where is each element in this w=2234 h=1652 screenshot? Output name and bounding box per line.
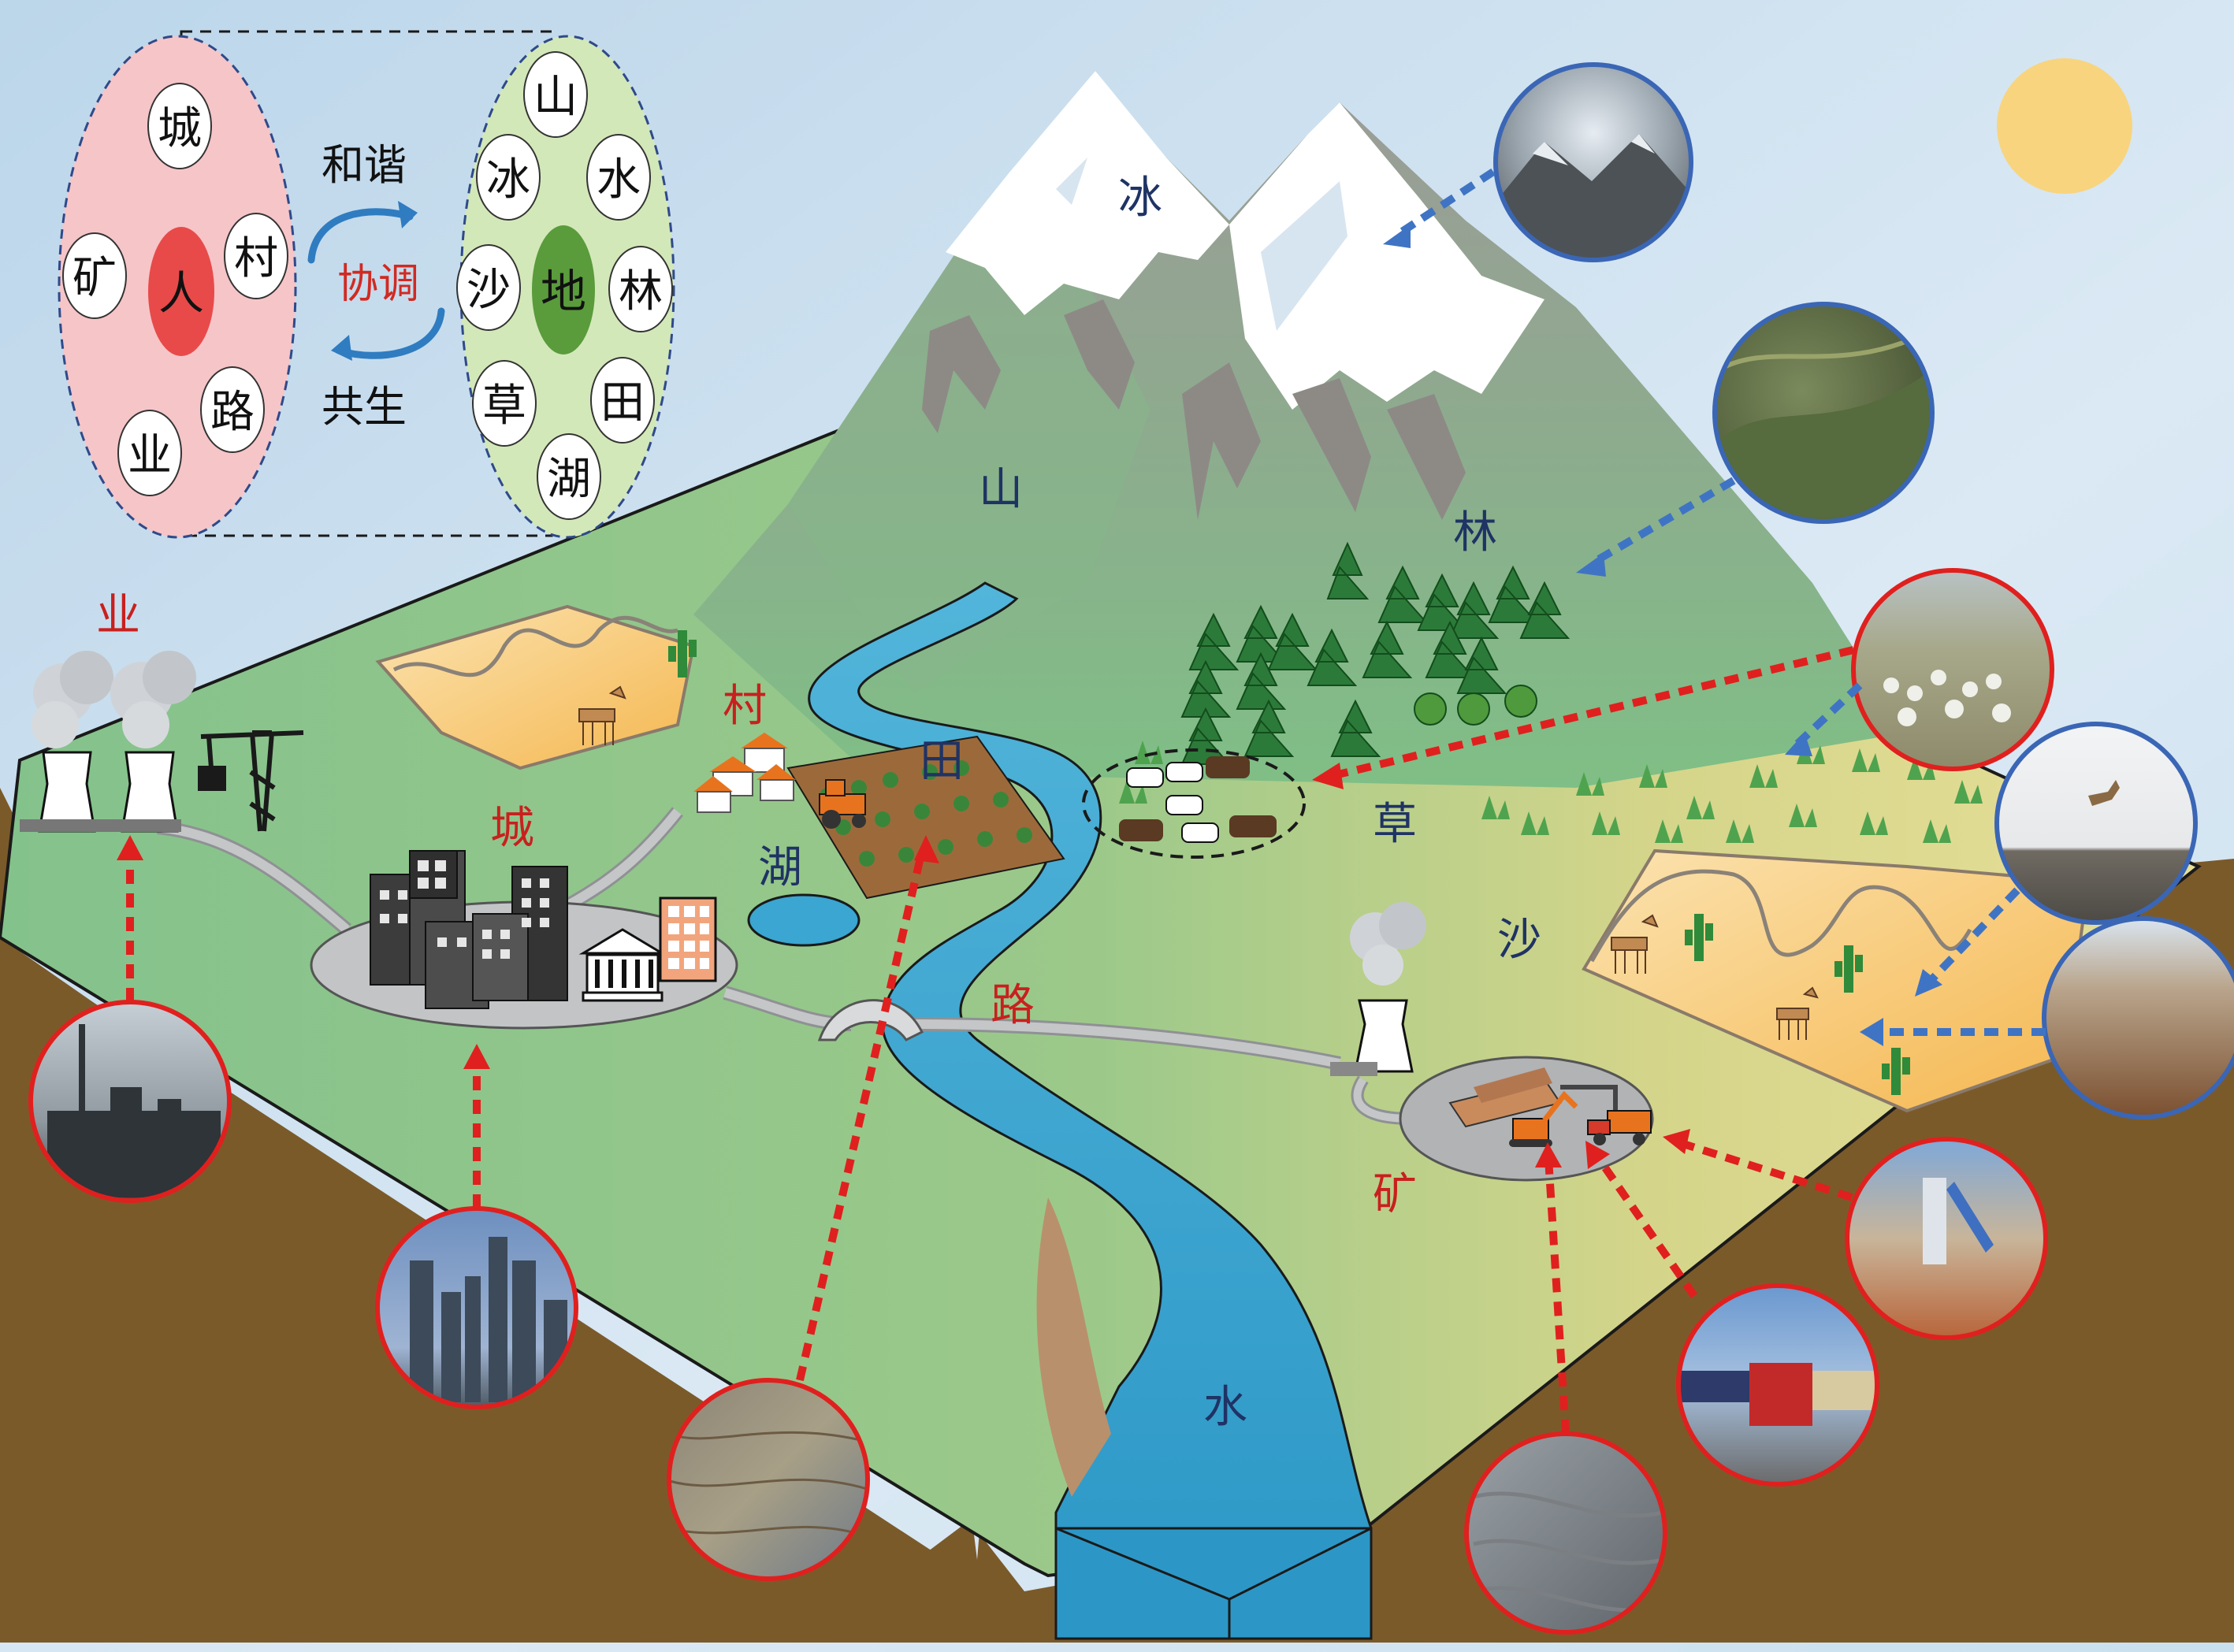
tractor-icon [819, 779, 866, 829]
human-node-mine: 矿 [72, 253, 117, 304]
dump-truck-icon [1587, 1110, 1652, 1145]
relation-coordination: 协调 [337, 261, 419, 308]
label-lake: 湖 [758, 842, 802, 893]
photo-glacier [1493, 62, 1693, 262]
relation-symbiosis: 共生 [322, 382, 407, 432]
cycle-arrows-icon [307, 208, 445, 359]
land-node-forest: 林 [619, 266, 663, 317]
photo-processing-plant [1845, 1137, 2048, 1340]
land-center-label: 地 [541, 265, 586, 318]
photo-farmland [667, 1378, 870, 1581]
label-ice: 冰 [1118, 173, 1162, 224]
land-center-node [532, 225, 595, 355]
power-plant-icon [20, 651, 196, 833]
forest-trees [1180, 541, 1570, 765]
bridge [817, 999, 924, 1041]
sun [1997, 58, 2132, 194]
photo-city-skyline [375, 1206, 578, 1409]
livestock-icons [1119, 756, 1277, 843]
label-industry: 业 [96, 590, 140, 641]
livestock-pen [1082, 748, 1306, 859]
label-water: 水 [1203, 1382, 1247, 1433]
land-node-grass: 草 [482, 381, 526, 432]
photo-desert [2042, 916, 2234, 1119]
human-node-industry: 业 [128, 430, 172, 481]
mine-factory-icon [1330, 902, 1426, 1076]
photo-trucks [1676, 1283, 1879, 1487]
excavator-icon [1509, 1090, 1578, 1147]
human-center-label: 人 [158, 266, 204, 320]
cactus-icons [668, 630, 1910, 1095]
bank-building-icon [578, 928, 667, 1002]
human-center-node [148, 227, 214, 356]
apartment-building-icon [659, 897, 717, 982]
red-arrows [126, 646, 1855, 1435]
antelope-icons [578, 685, 1819, 1040]
photo-factory [28, 1000, 232, 1203]
label-mountain: 山 [979, 464, 1023, 515]
desert-north [375, 604, 696, 770]
photo-grazing-sheep [1851, 568, 2054, 771]
label-mine: 矿 [1373, 1169, 1417, 1220]
land-node-sand: 沙 [467, 265, 511, 316]
human-node-village: 村 [234, 233, 278, 284]
snow-cap-left [946, 71, 1229, 315]
photo-open-pit-mine [1464, 1431, 1667, 1635]
city-buildings [370, 850, 568, 1009]
label-forest: 林 [1453, 507, 1497, 559]
lake [747, 893, 861, 947]
label-sand: 沙 [1497, 915, 1541, 966]
village-houses-icon [693, 733, 796, 813]
land-node-water: 水 [597, 154, 641, 206]
label-field: 田 [920, 736, 964, 787]
photo-antelope [1994, 722, 2198, 925]
label-village: 村 [723, 681, 767, 732]
land-node-mountain: 山 [533, 72, 578, 123]
crane-icon [198, 730, 304, 832]
label-road: 路 [991, 980, 1035, 1031]
land-node-lake: 湖 [547, 454, 591, 505]
land-node-ice: 冰 [486, 154, 530, 206]
label-grass: 草 [1373, 799, 1417, 850]
photo-forest [1712, 302, 1935, 524]
relation-harmony: 和谐 [322, 140, 407, 190]
human-node-city: 城 [158, 103, 202, 154]
land-node-field: 田 [600, 377, 645, 429]
label-city: 城 [490, 803, 534, 854]
grass-tufts [1119, 741, 2030, 843]
mine-site [1448, 1067, 1618, 1128]
blue-arrows [1392, 168, 2046, 1036]
legend: 人 城 村 路 业 矿 地 山 水 林 田 湖 草 沙 冰 和谐 协调 共生 [58, 30, 675, 539]
human-node-road: 路 [210, 387, 255, 438]
river-bank [1036, 1197, 1111, 1497]
snow-cap-right [1229, 102, 1544, 410]
